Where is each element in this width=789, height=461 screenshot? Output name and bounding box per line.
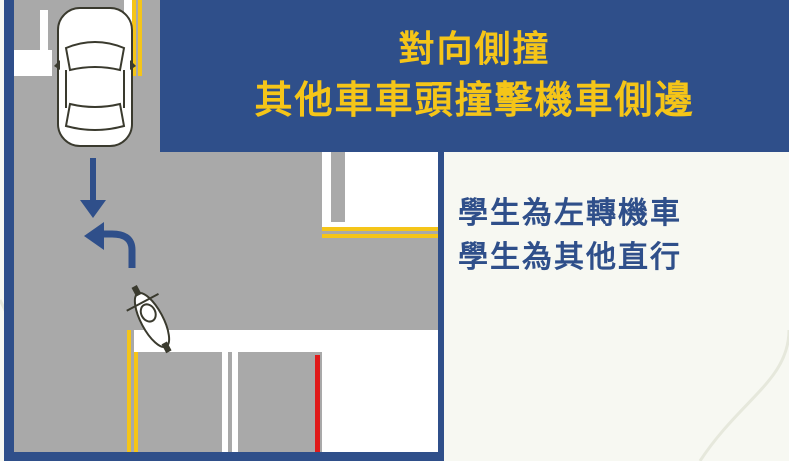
notes-block: 學生為左轉機車 學生為其他直行 [458,192,789,280]
arrow-down-icon [80,158,106,218]
arrow-turn-left-icon [84,222,136,268]
note-line: 學生為其他直行 [458,240,682,275]
title-line-1: 對向側撞 [398,29,551,70]
yellow-line [138,0,142,76]
yellow-line [127,330,131,452]
stop-line [134,330,322,352]
title-line-2: 其他車車頭撞擊機車側邊 [254,78,695,122]
yellow-line [322,234,438,238]
sidewalk-block [349,152,438,227]
title-banner: 對向側撞 其他車車頭撞擊機車側邊 [160,0,789,152]
lane-line [232,352,238,452]
road-gap [331,152,345,222]
yellow-line [134,352,138,452]
lane-line [222,352,228,452]
sidewalk-block [322,330,438,452]
car-icon [54,7,136,147]
yellow-line [322,227,438,231]
note-line: 學生為左轉機車 [458,196,682,231]
motorcycle-icon [126,285,172,354]
yellow-line [132,0,136,76]
lane-line [40,10,48,50]
crosswalk-stripe [14,50,52,76]
red-curb-line [315,355,320,452]
